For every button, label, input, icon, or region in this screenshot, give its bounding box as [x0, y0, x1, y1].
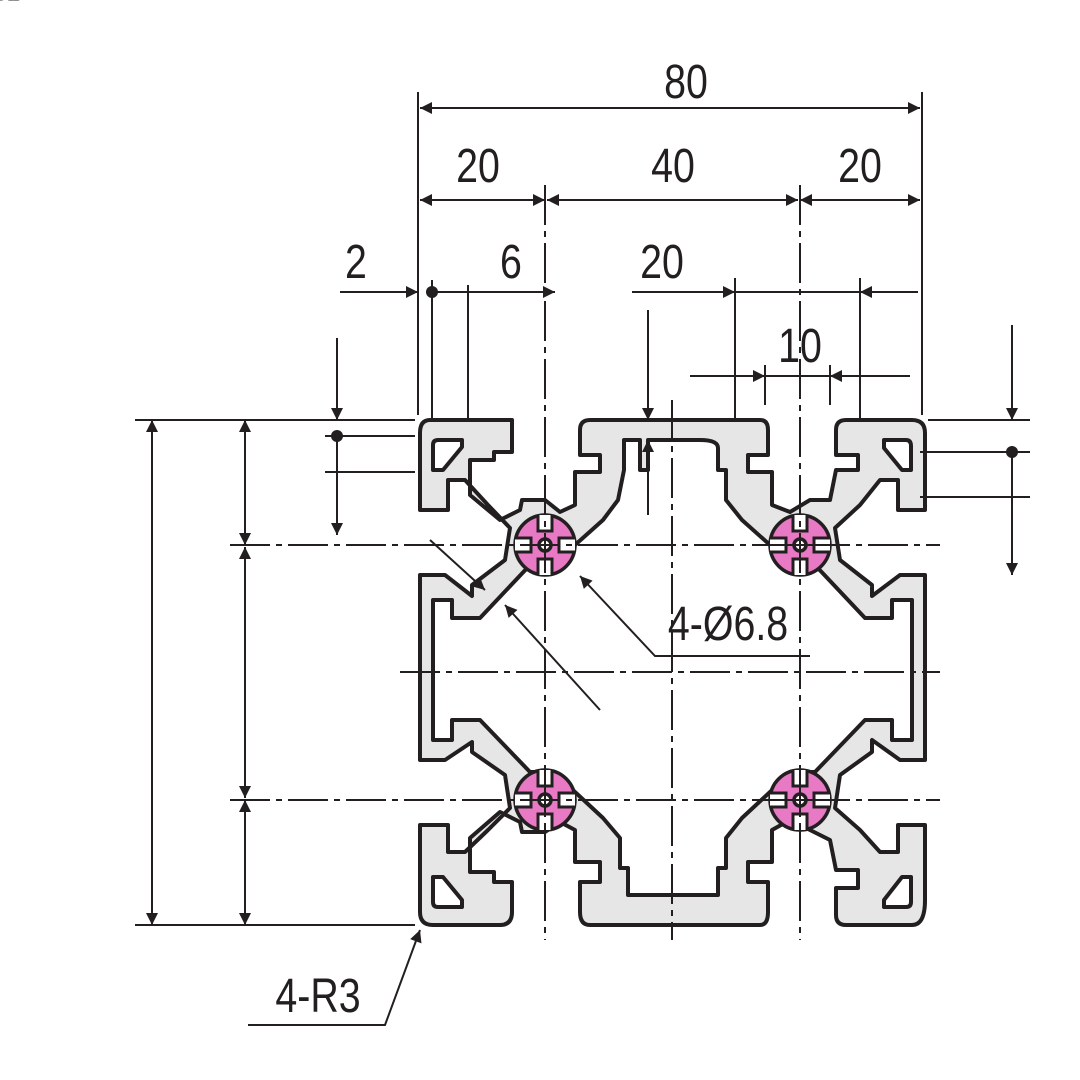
- label-bottom-20: 20: [0, 0, 22, 11]
- label-mid-40: 40: [0, 0, 22, 11]
- label-top-20: 20: [0, 0, 22, 11]
- label-overall-height: 80: [0, 0, 22, 11]
- hole-crosshairs: [533, 533, 812, 812]
- label-lip-6-vertical: 6: [0, 0, 11, 11]
- leader-corner-radius: [248, 929, 422, 1026]
- label-web-2-3: 2.3: [0, 0, 27, 11]
- label-wall-2-top: 2: [0, 0, 11, 11]
- dimension-labels: 80 20 40 20 2 6 20 10 2.5 5.5 2 6 7 80 2…: [0, 0, 882, 1023]
- corner-pocket-top-left: [431, 438, 464, 472]
- label-height-7: 7: [0, 0, 11, 11]
- dim-line-2-3-b: [504, 604, 601, 711]
- corner-pocket-bottom-left: [431, 875, 464, 909]
- label-center-40: 40: [651, 139, 695, 193]
- label-slot-20: 20: [640, 235, 684, 289]
- label-wall-2: 2: [345, 235, 367, 289]
- leader-hole-spec: [579, 575, 810, 657]
- label-lip-6: 6: [500, 235, 522, 289]
- label-hole-spec: 4-Ø6.8: [668, 597, 788, 651]
- label-left-20: 20: [456, 139, 500, 193]
- label-depth-2-5: 2.5: [0, 0, 27, 11]
- label-depth-5-5: 5.5: [0, 0, 27, 11]
- corner-pocket-bottom-right: [882, 875, 913, 909]
- dimension-lines: [146, 102, 1018, 1026]
- label-corner-radius: 4-R3: [275, 969, 360, 1023]
- corner-pocket-top-right: [882, 438, 913, 472]
- center-lines: [230, 185, 940, 940]
- dim-line-2-3-a: [429, 539, 486, 591]
- label-right-20: 20: [838, 139, 882, 193]
- label-overall-width: 80: [664, 55, 708, 109]
- label-slot-10: 10: [778, 319, 822, 373]
